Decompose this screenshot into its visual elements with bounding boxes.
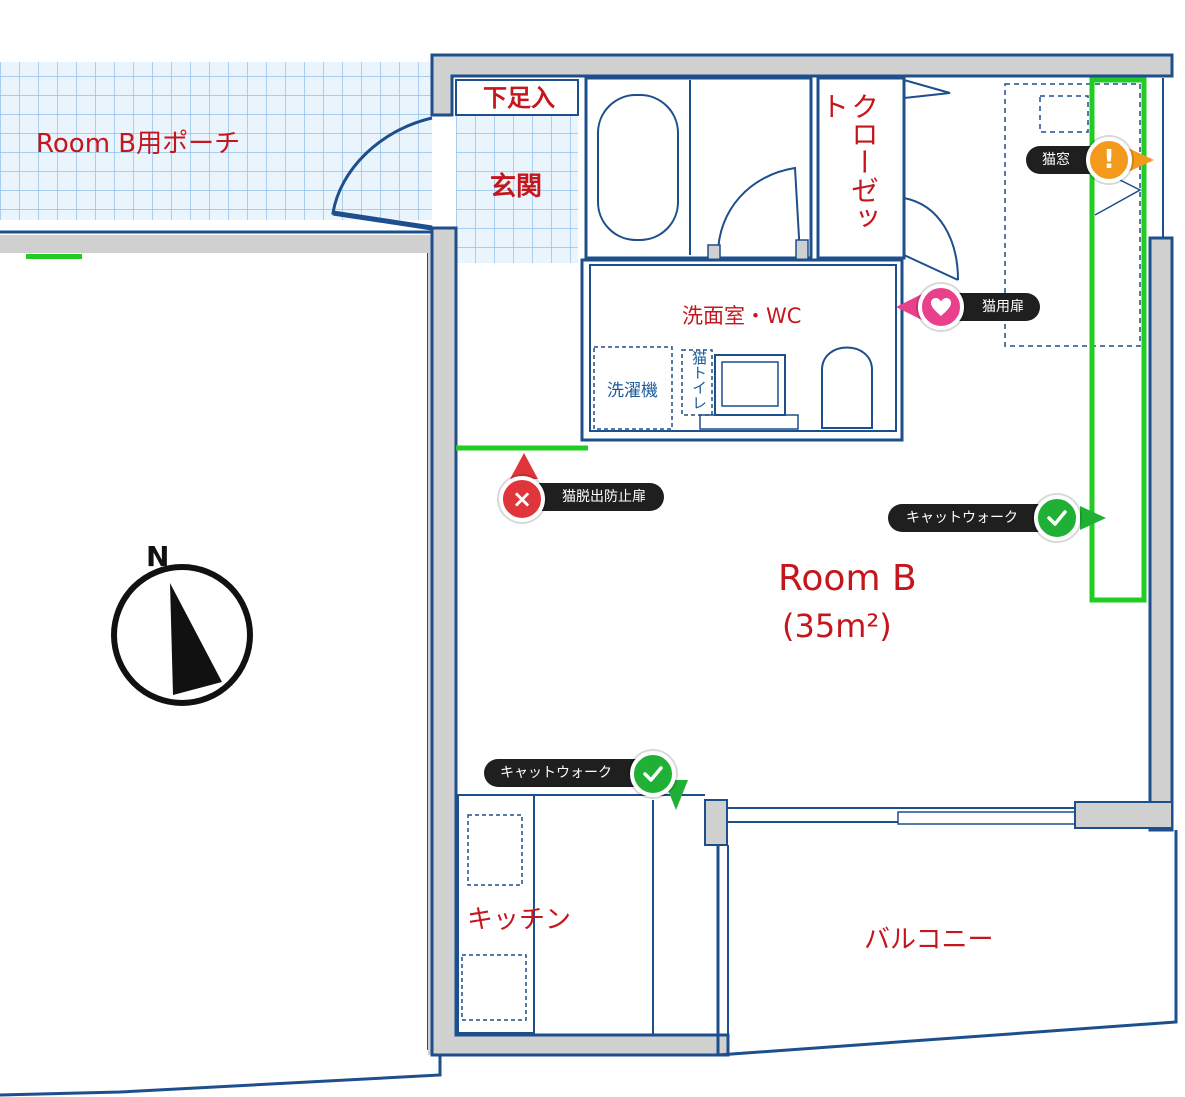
cat-window-pointer <box>1128 148 1154 172</box>
compass-label: N <box>146 540 169 573</box>
room-name-label: Room B <box>778 558 917 599</box>
washer-label: 洗濯機 <box>607 381 658 401</box>
warning-symbol: ! <box>1103 145 1115 175</box>
escape-door-pointer <box>510 453 538 479</box>
cat-toilet-label: 猫トイレ <box>690 350 708 410</box>
porch-door <box>331 116 433 230</box>
cat-toilet-box <box>681 349 713 416</box>
bath-door <box>717 166 801 256</box>
washroom-inner <box>589 264 897 432</box>
closet-label: クローゼット <box>817 92 880 232</box>
outer-wall-right <box>1148 236 1174 832</box>
bathtub <box>597 94 679 241</box>
warning-icon: ! <box>1086 137 1132 183</box>
check-icon <box>1034 495 1080 541</box>
left-room-inner-wall <box>0 249 429 1050</box>
closet <box>816 76 906 260</box>
cat-door-pointer <box>896 294 922 320</box>
washer <box>593 346 673 430</box>
escape-door-tag: 猫脱出防止扉 <box>526 483 664 511</box>
close-symbol: × <box>511 485 533 513</box>
catwalk-right-label: キャットウォーク <box>906 510 1018 526</box>
catwalk-kitchen-tag: キャットウォーク <box>484 759 656 787</box>
catwalk-kitchen-label: キャットウォーク <box>500 765 612 781</box>
dashed-area <box>1004 83 1141 347</box>
close-icon: × <box>499 476 545 522</box>
left-green-mark <box>26 254 82 259</box>
shoe-box-label: 下足入 <box>483 84 555 112</box>
escape-door-label: 猫脱出防止扉 <box>562 489 646 505</box>
porch-label: Room B用ポーチ <box>36 129 240 159</box>
catwalk-green <box>1089 77 1147 603</box>
entrance-label: 玄関 <box>490 171 542 202</box>
porch-area <box>0 62 432 220</box>
outer-wall-top <box>430 53 1174 117</box>
heart-icon <box>918 284 964 330</box>
catwalk-right-pointer <box>1080 506 1106 530</box>
washroom-label: 洗面室・WC <box>682 304 801 328</box>
cat-window-label: 猫窓 <box>1042 152 1070 168</box>
left-room-wall-fill <box>0 235 440 253</box>
kitchen-label: キッチン <box>467 905 571 935</box>
balcony <box>716 830 1178 1057</box>
toilet <box>821 346 873 429</box>
catwalk-right-tag: キャットウォーク <box>888 504 1060 532</box>
compass <box>111 564 253 706</box>
check-icon <box>630 751 676 797</box>
cat-door-label: 猫用扉 <box>982 299 1024 315</box>
shoe-box <box>455 79 579 116</box>
left-room-outline <box>0 230 442 1097</box>
balcony-label: バルコニー <box>864 925 993 955</box>
room-area-label: (35m²) <box>782 607 892 645</box>
entrance-area <box>456 115 578 263</box>
